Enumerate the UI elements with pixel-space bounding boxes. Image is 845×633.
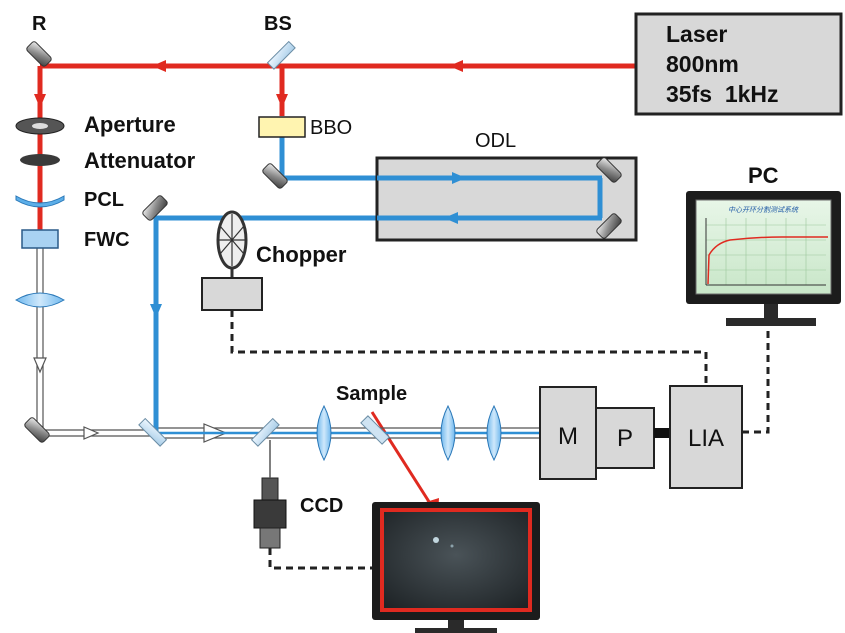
beam-arrow [150,304,162,318]
laser-line-1: Laser [666,21,727,47]
label-bbo: BBO [310,117,352,139]
label-r: R [32,13,47,35]
attenuator [20,154,60,166]
beam-splitter [266,40,296,70]
beam-arrow [449,60,463,72]
sample [360,415,390,445]
collimating-lens [15,292,65,308]
chopper [201,210,263,311]
laser-line-3: 35fs 1kHz [666,81,779,107]
combining-mirror [138,417,168,447]
laser-source: Laser 800nm 35fs 1kHz [634,12,843,116]
photodetector-label: P [617,425,633,452]
mirror-r [26,41,52,67]
laser-line-2: 800nm [666,51,739,77]
focusing-lens [316,404,332,462]
white-probe-beam [33,248,540,443]
odl-label: ODL [475,130,516,152]
photodetector-box [595,407,655,469]
mirror-bbo-bottom [262,163,288,189]
lia-label: LIA [688,425,724,452]
label-attenuator: Attenuator [84,148,196,173]
pc-monitor: 中心开环分割测试系统 [686,191,841,326]
label-aperture: Aperture [84,112,176,137]
mirror-white-bottom [24,417,50,443]
label-pc: PC [748,163,779,188]
collecting-lens-1 [440,404,456,462]
label-chopper: Chopper [256,242,347,267]
optical-delay-line [375,156,638,242]
monochromator-box [539,386,597,480]
ccd-monitor [372,502,540,633]
beam-arrow [34,94,46,108]
fwc-cell [21,229,59,249]
collecting-lens-2 [486,404,502,462]
beam-arrow [276,94,288,108]
connector [654,428,670,438]
pc-screen-title: 中心开环分割测试系统 [728,206,799,214]
lock-in-amplifier-box [669,385,743,489]
ccd-camera [253,440,287,549]
probe-beam-splitter [250,417,280,447]
beam-arrow [152,60,166,72]
signal-cables [230,310,770,570]
label-ccd: CCD [300,495,343,517]
beam-arrow [83,426,100,440]
label-bs: BS [264,13,292,35]
bbo-crystal [258,116,306,138]
label-pcl: PCL [84,189,124,211]
label-fwc: FWC [84,229,130,251]
pcl-lens [15,195,65,208]
mirror-blue-turn [142,195,168,221]
monochromator-label: M [558,423,578,450]
beam-arrow [33,357,47,374]
aperture [15,117,65,135]
label-sample: Sample [336,383,407,405]
